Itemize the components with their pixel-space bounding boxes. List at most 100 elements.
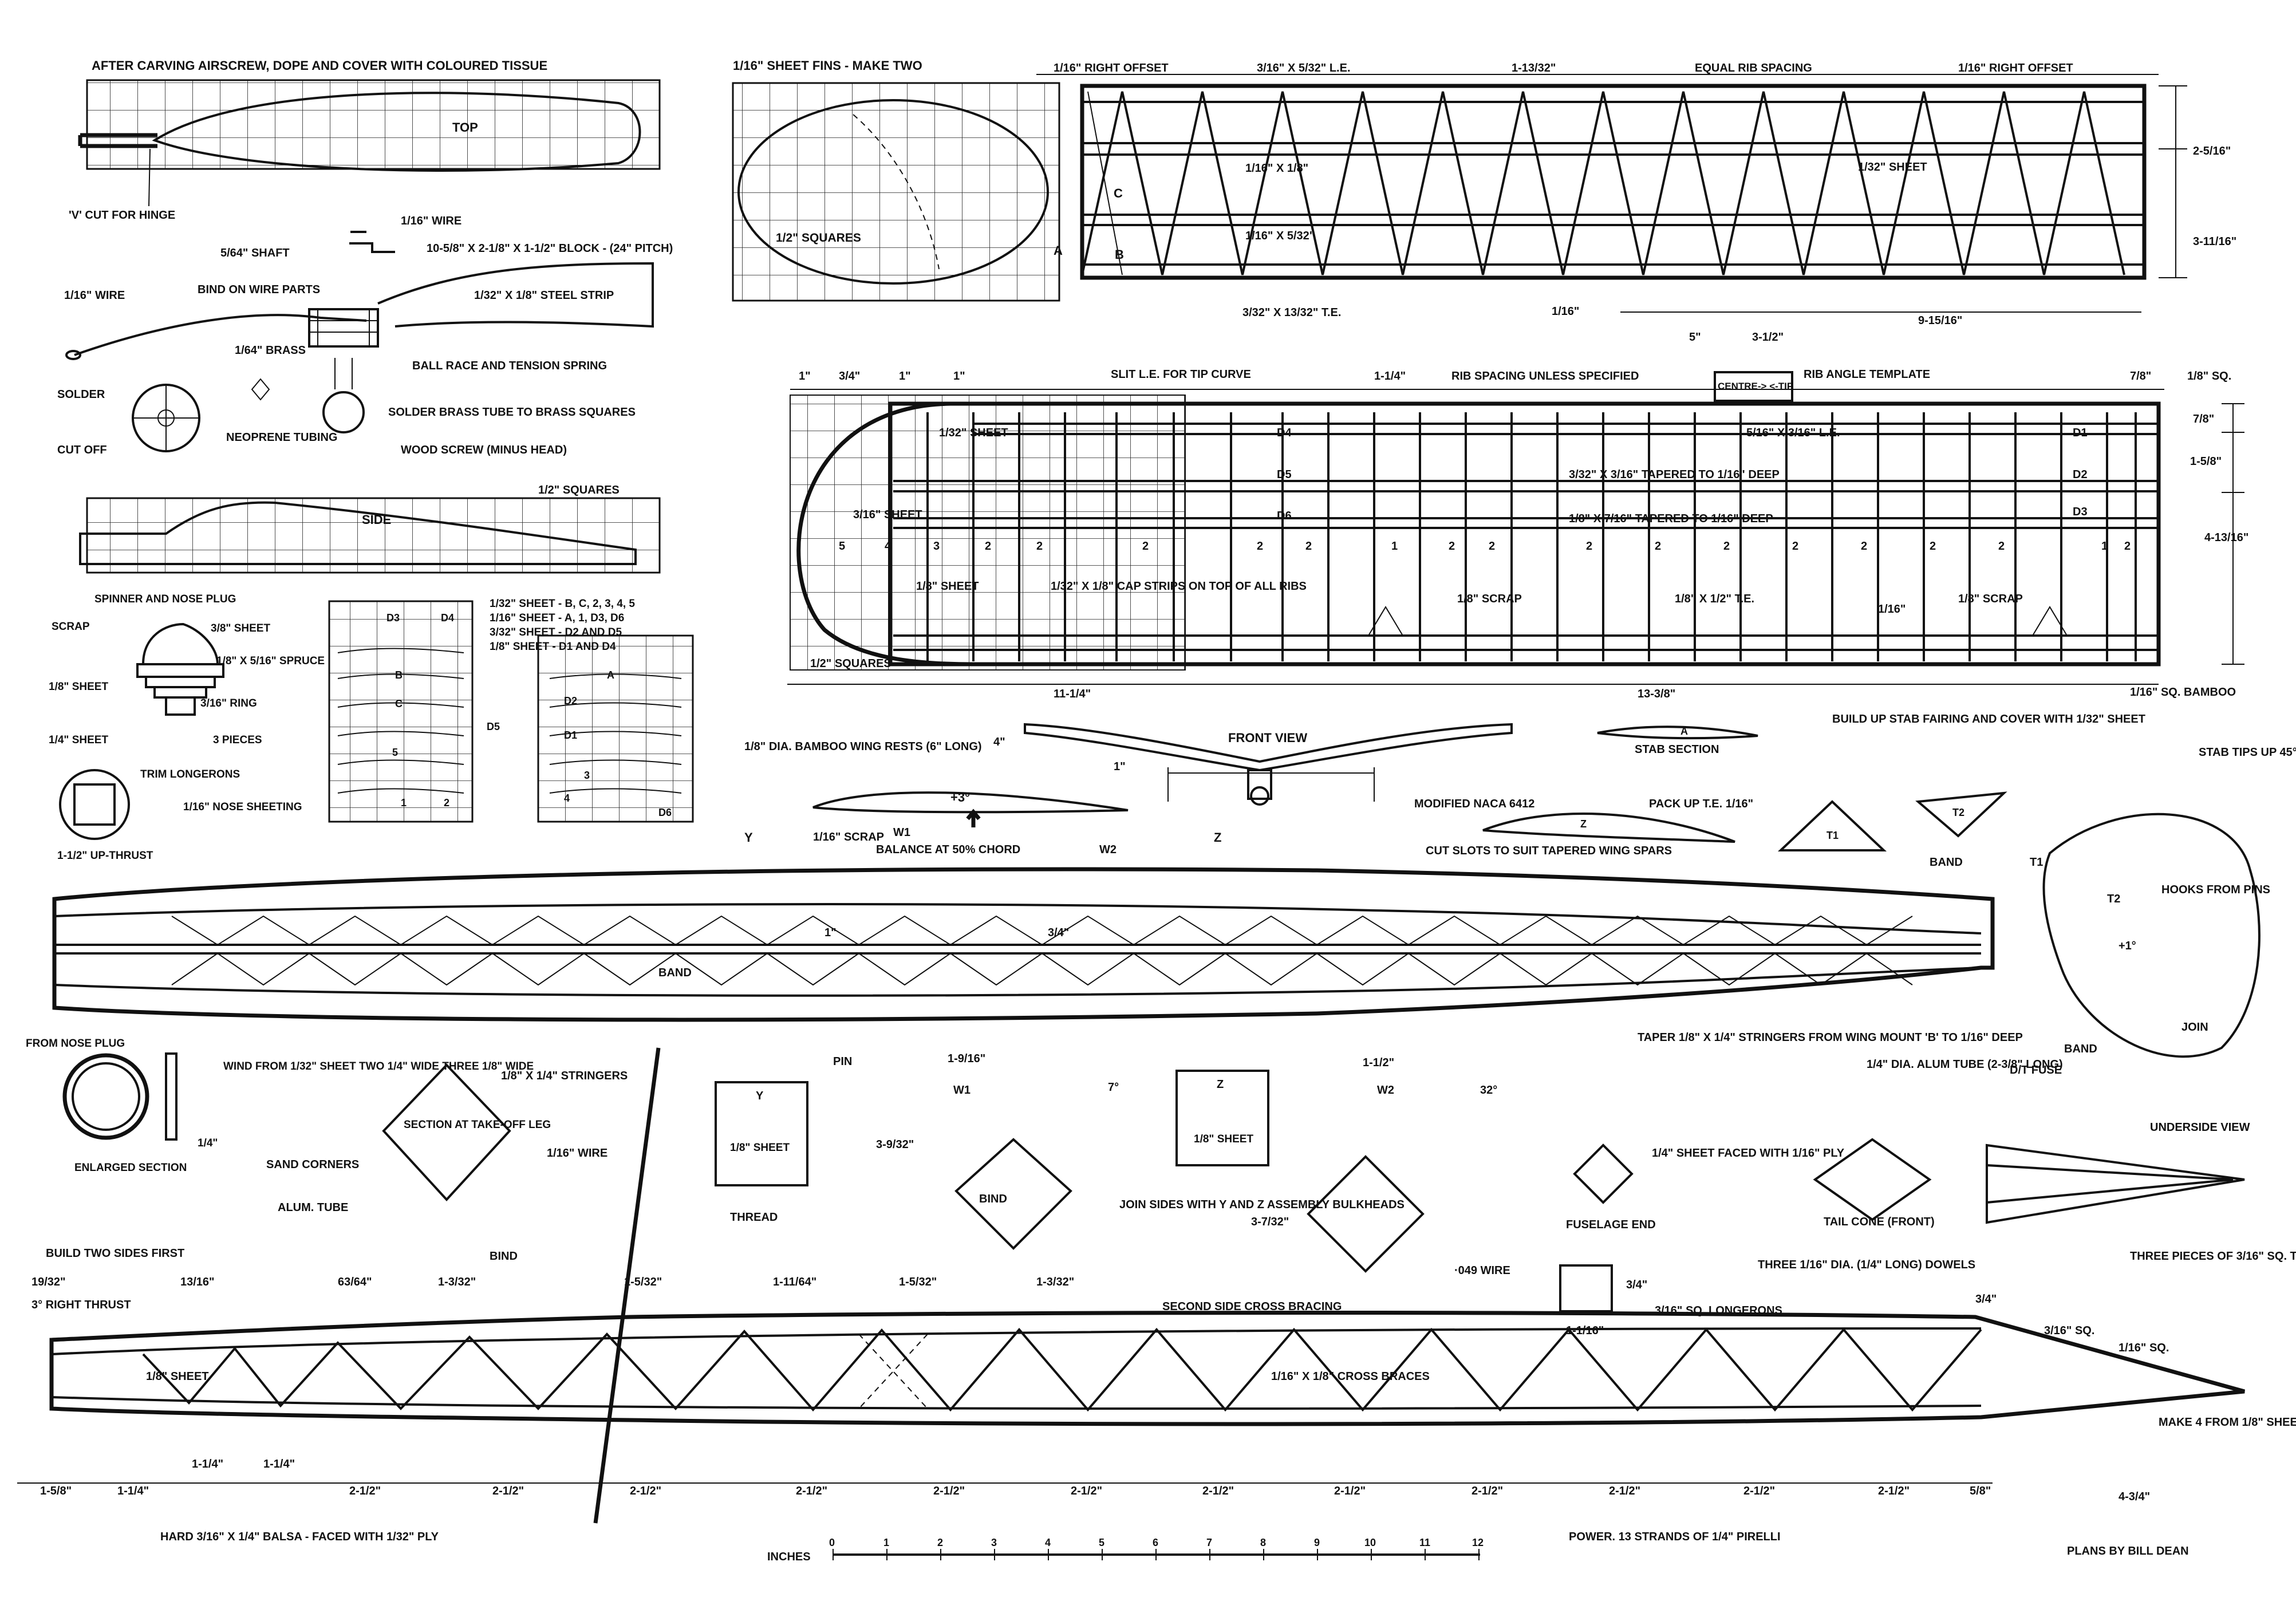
cross-braces-label: 1/16" X 1/8" CROSS BRACES: [1271, 1370, 1430, 1383]
parts-list-4: 1/8" SHEET - D1 AND D4: [490, 641, 616, 653]
wing-tip-curve: [796, 401, 1179, 667]
scale-bar: INCHES 0 1 2 3 4 5 6 7 8 9 10 11 12: [767, 1537, 1484, 1563]
bottom-dim: 2-1/2": [1609, 1485, 1640, 1497]
scale-tick: 5: [1099, 1537, 1104, 1548]
wing-rib-number: 2: [1723, 540, 1730, 553]
plus1-label: +1°: [2119, 940, 2136, 952]
deg7-label: 7°: [1108, 1081, 1119, 1094]
parts-sheet: 1/32" SHEET - B, C, 2, 3, 4, 5 1/16" SHE…: [328, 598, 694, 823]
part-d4: D4: [441, 612, 454, 624]
spruce-label: 1/8" X 5/16" SPRUCE: [216, 655, 325, 667]
wing-rib-d6: D6: [1277, 510, 1292, 522]
wing-d116: 1/16": [1878, 603, 1906, 616]
d1316-label: 13/16": [180, 1276, 215, 1288]
wind-from-label: WIND FROM 1/32" SHEET TWO 1/4" WIDE THRE…: [223, 1060, 534, 1072]
scale-tick: 1: [883, 1537, 889, 1548]
d112-label: 1-1/2": [1363, 1056, 1394, 1069]
ring-label: 3/16" RING: [200, 697, 257, 709]
join-sides-label: JOIN SIDES WITH Y AND Z ASSEMBLY BULKHEA…: [1119, 1198, 1405, 1211]
wing-rib-number: 2: [1655, 540, 1661, 553]
wing-dim-1c: 1": [953, 370, 965, 382]
v-cut-label: 'V' CUT FOR HINGE: [69, 209, 175, 222]
fuselage-top-bracing: [171, 915, 1913, 946]
bottom-dim: 1-5/8": [40, 1485, 72, 1497]
pieces-label: 3 PIECES: [213, 734, 262, 746]
y-bulkhead: [715, 1081, 808, 1186]
bamboo-label: 1/8" DIA. BAMBOO WING RESTS (6" LONG): [744, 740, 982, 753]
scale-tick: 8: [1260, 1537, 1266, 1548]
stab-c: C: [1114, 186, 1123, 200]
fins-section: 1/16" SHEET FINS - MAKE TWO 1/2" SQUARES: [732, 58, 1060, 302]
sq316-label: 3/16" SQ.: [2044, 1324, 2094, 1337]
three-pieces-label: THREE PIECES OF 3/16" SQ. TAPERED TO 3/3…: [2130, 1250, 2296, 1263]
take-off-leg: [593, 1047, 661, 1524]
wing-spar-1: 3/32" X 3/16" TAPERED TO 1/16" DEEP: [1569, 468, 1780, 481]
parts-layout-box-2: [537, 634, 694, 823]
build-two-label: BUILD TWO SIDES FIRST: [46, 1247, 184, 1260]
part-5: 5: [392, 747, 398, 758]
z-label: Z: [1217, 1078, 1224, 1091]
bottom-dim: 5/8": [1970, 1485, 1991, 1497]
bind2-label: BIND: [979, 1193, 1007, 1205]
stab-equal-rib: EQUAL RIB SPACING: [1695, 62, 1812, 74]
section-diamond: [382, 1063, 511, 1201]
wing-dim-1: 1": [799, 370, 811, 382]
wing-h41316: 4-13/16": [2204, 531, 2248, 544]
enlarged-section-label: ENLARGED SECTION: [74, 1162, 187, 1174]
brass-label: 1/64" BRASS: [235, 344, 306, 357]
airscrew-top-label: TOP: [452, 120, 478, 135]
scale-tick: 0: [829, 1537, 835, 1548]
solder-label: SOLDER: [57, 388, 105, 401]
wing-rib-d1: D1: [2073, 427, 2088, 439]
wing-dim-34: 3/4": [839, 370, 860, 382]
underside-label: UNDERSIDE VIEW: [2150, 1121, 2250, 1134]
scale-tick: 4: [1045, 1537, 1051, 1548]
fuselage-end-label: FUSELAGE END: [1566, 1219, 1656, 1231]
airscrew-section: AFTER CARVING AIRSCREW, DOPE AND COVER W…: [57, 58, 673, 574]
wing-rib-d5: D5: [1277, 468, 1292, 481]
stab-d5: 5": [1689, 331, 1701, 344]
thread-label: THREAD: [730, 1211, 778, 1224]
w1-detail-label: W1: [953, 1084, 971, 1097]
naca-z: Z: [1580, 818, 1587, 830]
wing-panel: [888, 401, 2161, 667]
scale-tick: 9: [1314, 1537, 1320, 1548]
neoprene-label: NEOPRENE TUBING: [226, 431, 337, 444]
hooks-label: HOOKS FROM PINS: [2161, 884, 2270, 896]
wing-bamboo: 1/16" SQ. BAMBOO: [2130, 686, 2236, 699]
wing-ribs: [926, 412, 2137, 661]
bottom-dim: 2-1/2": [796, 1485, 827, 1497]
stab-geodetic-ribs: [1081, 91, 2125, 275]
fuselage-side-section: BUILD TWO SIDES FIRST 19/32" 3° RIGHT TH…: [17, 1247, 2296, 1557]
wing-rib-number: 2: [1449, 540, 1455, 553]
stab-frame: [1080, 84, 2147, 280]
stab-d312: 3-1/2": [1752, 331, 1784, 344]
w1-label: W1: [893, 826, 910, 839]
sheet-14-label: 1/4" SHEET: [49, 734, 108, 746]
spinner-shape: [141, 622, 219, 665]
part-a: A: [607, 669, 614, 681]
second-side-label: SECOND SIDE CROSS BRACING: [1162, 1300, 1342, 1313]
alum-label: ALUM. TUBE: [278, 1201, 348, 1214]
t2-fuse-label: T2: [2107, 893, 2120, 905]
spinner-label: SPINNER AND NOSE PLUG: [94, 593, 236, 605]
nose-ring-front: [59, 769, 130, 840]
t1-fuse-label: T1: [2030, 856, 2043, 869]
front-view-wing: [1024, 723, 1513, 772]
stab-tip-view: [2042, 813, 2261, 1058]
wing-scrap-r: 1/8" SCRAP: [1958, 593, 2023, 605]
wing-rib-number: 2: [1036, 540, 1043, 553]
power-label: POWER. 13 STRANDS OF 1/4" PIRELLI: [1569, 1531, 1781, 1543]
wing-section: SLIT L.E. FOR TIP CURVE 1" 3/4" 1" 1" 1-…: [787, 368, 2248, 700]
bind-parts-label: BIND ON WIRE PARTS: [198, 283, 320, 296]
t1-part: [1777, 800, 1887, 851]
solder-brass-label: SOLDER BRASS TUBE TO BRASS SQUARES: [388, 406, 636, 419]
stab-right-offset-l: 1/16" RIGHT OFFSET: [1054, 62, 1169, 74]
stab-dim-1332: 1-13/32": [1512, 62, 1556, 74]
part-4: 4: [564, 792, 570, 804]
t2-label: T2: [1952, 807, 1964, 818]
t1-label: T1: [1826, 830, 1839, 841]
bottom-dim: 2-1/2": [492, 1485, 524, 1497]
stab-section-label: STAB SECTION: [1635, 743, 1719, 756]
wing-sq18: 1/8" SQ.: [2187, 370, 2231, 382]
